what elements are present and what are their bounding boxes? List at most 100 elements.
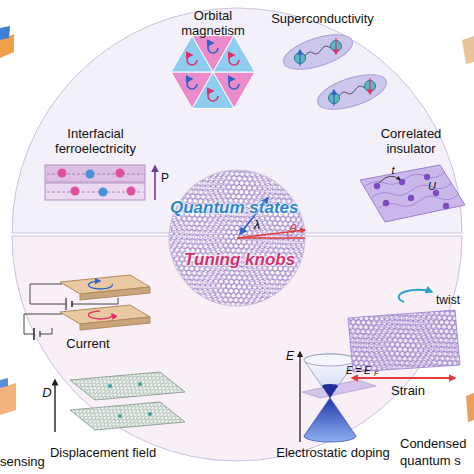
moire-lattice: [165, 166, 309, 310]
correlated-lattice: [408, 195, 414, 201]
orbital-magnetism-hexagon: [171, 36, 255, 109]
moire-lattice: [165, 166, 309, 310]
orbital-magnetism-hexagon: [229, 79, 239, 89]
correlated-lattice: [379, 176, 400, 183]
bilayer-sheets: [118, 414, 122, 418]
orbital-magnetism-hexagon: [192, 36, 234, 72]
orbital-magnetism-hexagon: [213, 72, 255, 108]
ferroelectric-layers: [47, 192, 143, 193]
orbital-magnetism-hexagon: [229, 55, 239, 65]
cropped-corner-art: [0, 26, 10, 40]
current-devices: [80, 317, 150, 330]
section-heading: Tuning knobs: [184, 250, 295, 270]
bilayer-sheets: [70, 372, 185, 400]
strain-twist-lattice: [348, 310, 460, 372]
moire-lattice: [287, 232, 288, 238]
cropped-label: Condensed: [400, 437, 474, 452]
panel-label: twist: [428, 294, 468, 308]
strain-twist-lattice: [340, 300, 470, 380]
symbol-label: D: [40, 386, 54, 401]
current-devices: [30, 284, 66, 304]
orbital-magnetism-hexagon: [187, 79, 197, 89]
current-devices: [71, 301, 73, 307]
symbol-label: t: [388, 164, 398, 177]
current-devices: [24, 275, 150, 340]
ferroelectric-layers: [47, 174, 143, 175]
panel-label: Electrostatic doping: [268, 446, 398, 461]
ferroelectric-layers: [45, 165, 145, 182]
symbol-label: P: [158, 172, 172, 186]
bilayer-sheets: [54, 380, 55, 432]
orbital-magnetism-hexagon: [213, 36, 255, 72]
orbital-magnetism-hexagon: [187, 55, 197, 65]
cooper-pair-icons: [365, 81, 376, 92]
current-devices: [88, 281, 112, 289]
dirac-cone: [302, 380, 376, 398]
correlated-lattice: [360, 165, 465, 222]
ferroelectric-layers: [154, 166, 156, 200]
panel-label: Correlated insulator: [368, 127, 454, 157]
current-devices: [40, 328, 52, 334]
cooper-pair-icons: [305, 44, 336, 56]
moire-lattice: [237, 237, 305, 239]
ferroelectric-layers: [116, 169, 125, 178]
cooper-pair-icons: [299, 50, 300, 66]
moire-lattice: [240, 198, 268, 234]
panel-fill: [12, 236, 462, 461]
orbital-magnetism-hexagon: [192, 72, 234, 108]
orbital-magnetism-hexagon: [171, 72, 213, 108]
current-devices: [88, 311, 112, 319]
bilayer-sheets: [70, 402, 185, 430]
moire-lattice: [165, 166, 309, 310]
cropped-corner-art: [466, 393, 474, 422]
strain-twist-lattice: [399, 290, 432, 302]
panel-label: Superconductivity: [265, 12, 380, 27]
bilayer-sheets: [108, 384, 112, 388]
moire-lattice: [169, 170, 305, 306]
current-devices: [80, 287, 150, 300]
ferroelectric-layers: [99, 188, 108, 197]
orbital-magnetism-hexagon: [208, 91, 218, 101]
panel-fill: [12, 8, 462, 233]
cropped-corner-art: [462, 36, 474, 64]
strain-twist-lattice: [340, 300, 470, 380]
current-devices: [72, 298, 118, 304]
moire-lattice: [169, 170, 305, 306]
moire-lattice: [165, 166, 309, 310]
half-disc-panel: Quantum states: [12, 8, 462, 233]
ferroelectric-layers: [58, 169, 67, 178]
orbital-magnetism-hexagon: [208, 43, 218, 53]
current-devices: [39, 331, 40, 337]
cropped-label: quantum s: [400, 454, 474, 469]
cooper-pair-icons: [279, 28, 356, 77]
strain-twist-lattice: [352, 377, 455, 379]
cooper-pair-icons: [295, 53, 306, 64]
current-devices: [33, 328, 35, 340]
current-devices: [60, 305, 150, 324]
dirac-cone: [299, 352, 300, 442]
panel-label: Displacement field: [38, 446, 168, 461]
cropped-corner-art: [0, 34, 14, 58]
ferroelectric-layers: [45, 165, 155, 200]
correlated-lattice: [424, 174, 430, 180]
correlated-lattice: [383, 200, 389, 206]
cropped-corner-art: [0, 378, 8, 388]
symbol-label: λ: [250, 218, 264, 233]
correlated-lattice: [374, 183, 380, 189]
strain-twist-lattice: [340, 290, 470, 380]
cooper-pair-icons: [279, 28, 390, 117]
current-devices: [24, 314, 62, 334]
cooper-pair-icons: [335, 38, 336, 54]
subscript-label: F: [374, 370, 382, 378]
strain-twist-lattice: [348, 310, 460, 372]
panel-label: Strain: [383, 384, 433, 399]
ferroelectric-layers: [71, 187, 80, 196]
correlated-lattice: [379, 194, 459, 208]
dirac-cone: [304, 354, 356, 366]
correlated-lattice: [372, 183, 452, 197]
current-devices: [65, 298, 66, 310]
correlated-lattice: [443, 203, 449, 209]
cropped-corner-art: [0, 383, 16, 415]
cooper-pair-icons: [333, 90, 334, 106]
